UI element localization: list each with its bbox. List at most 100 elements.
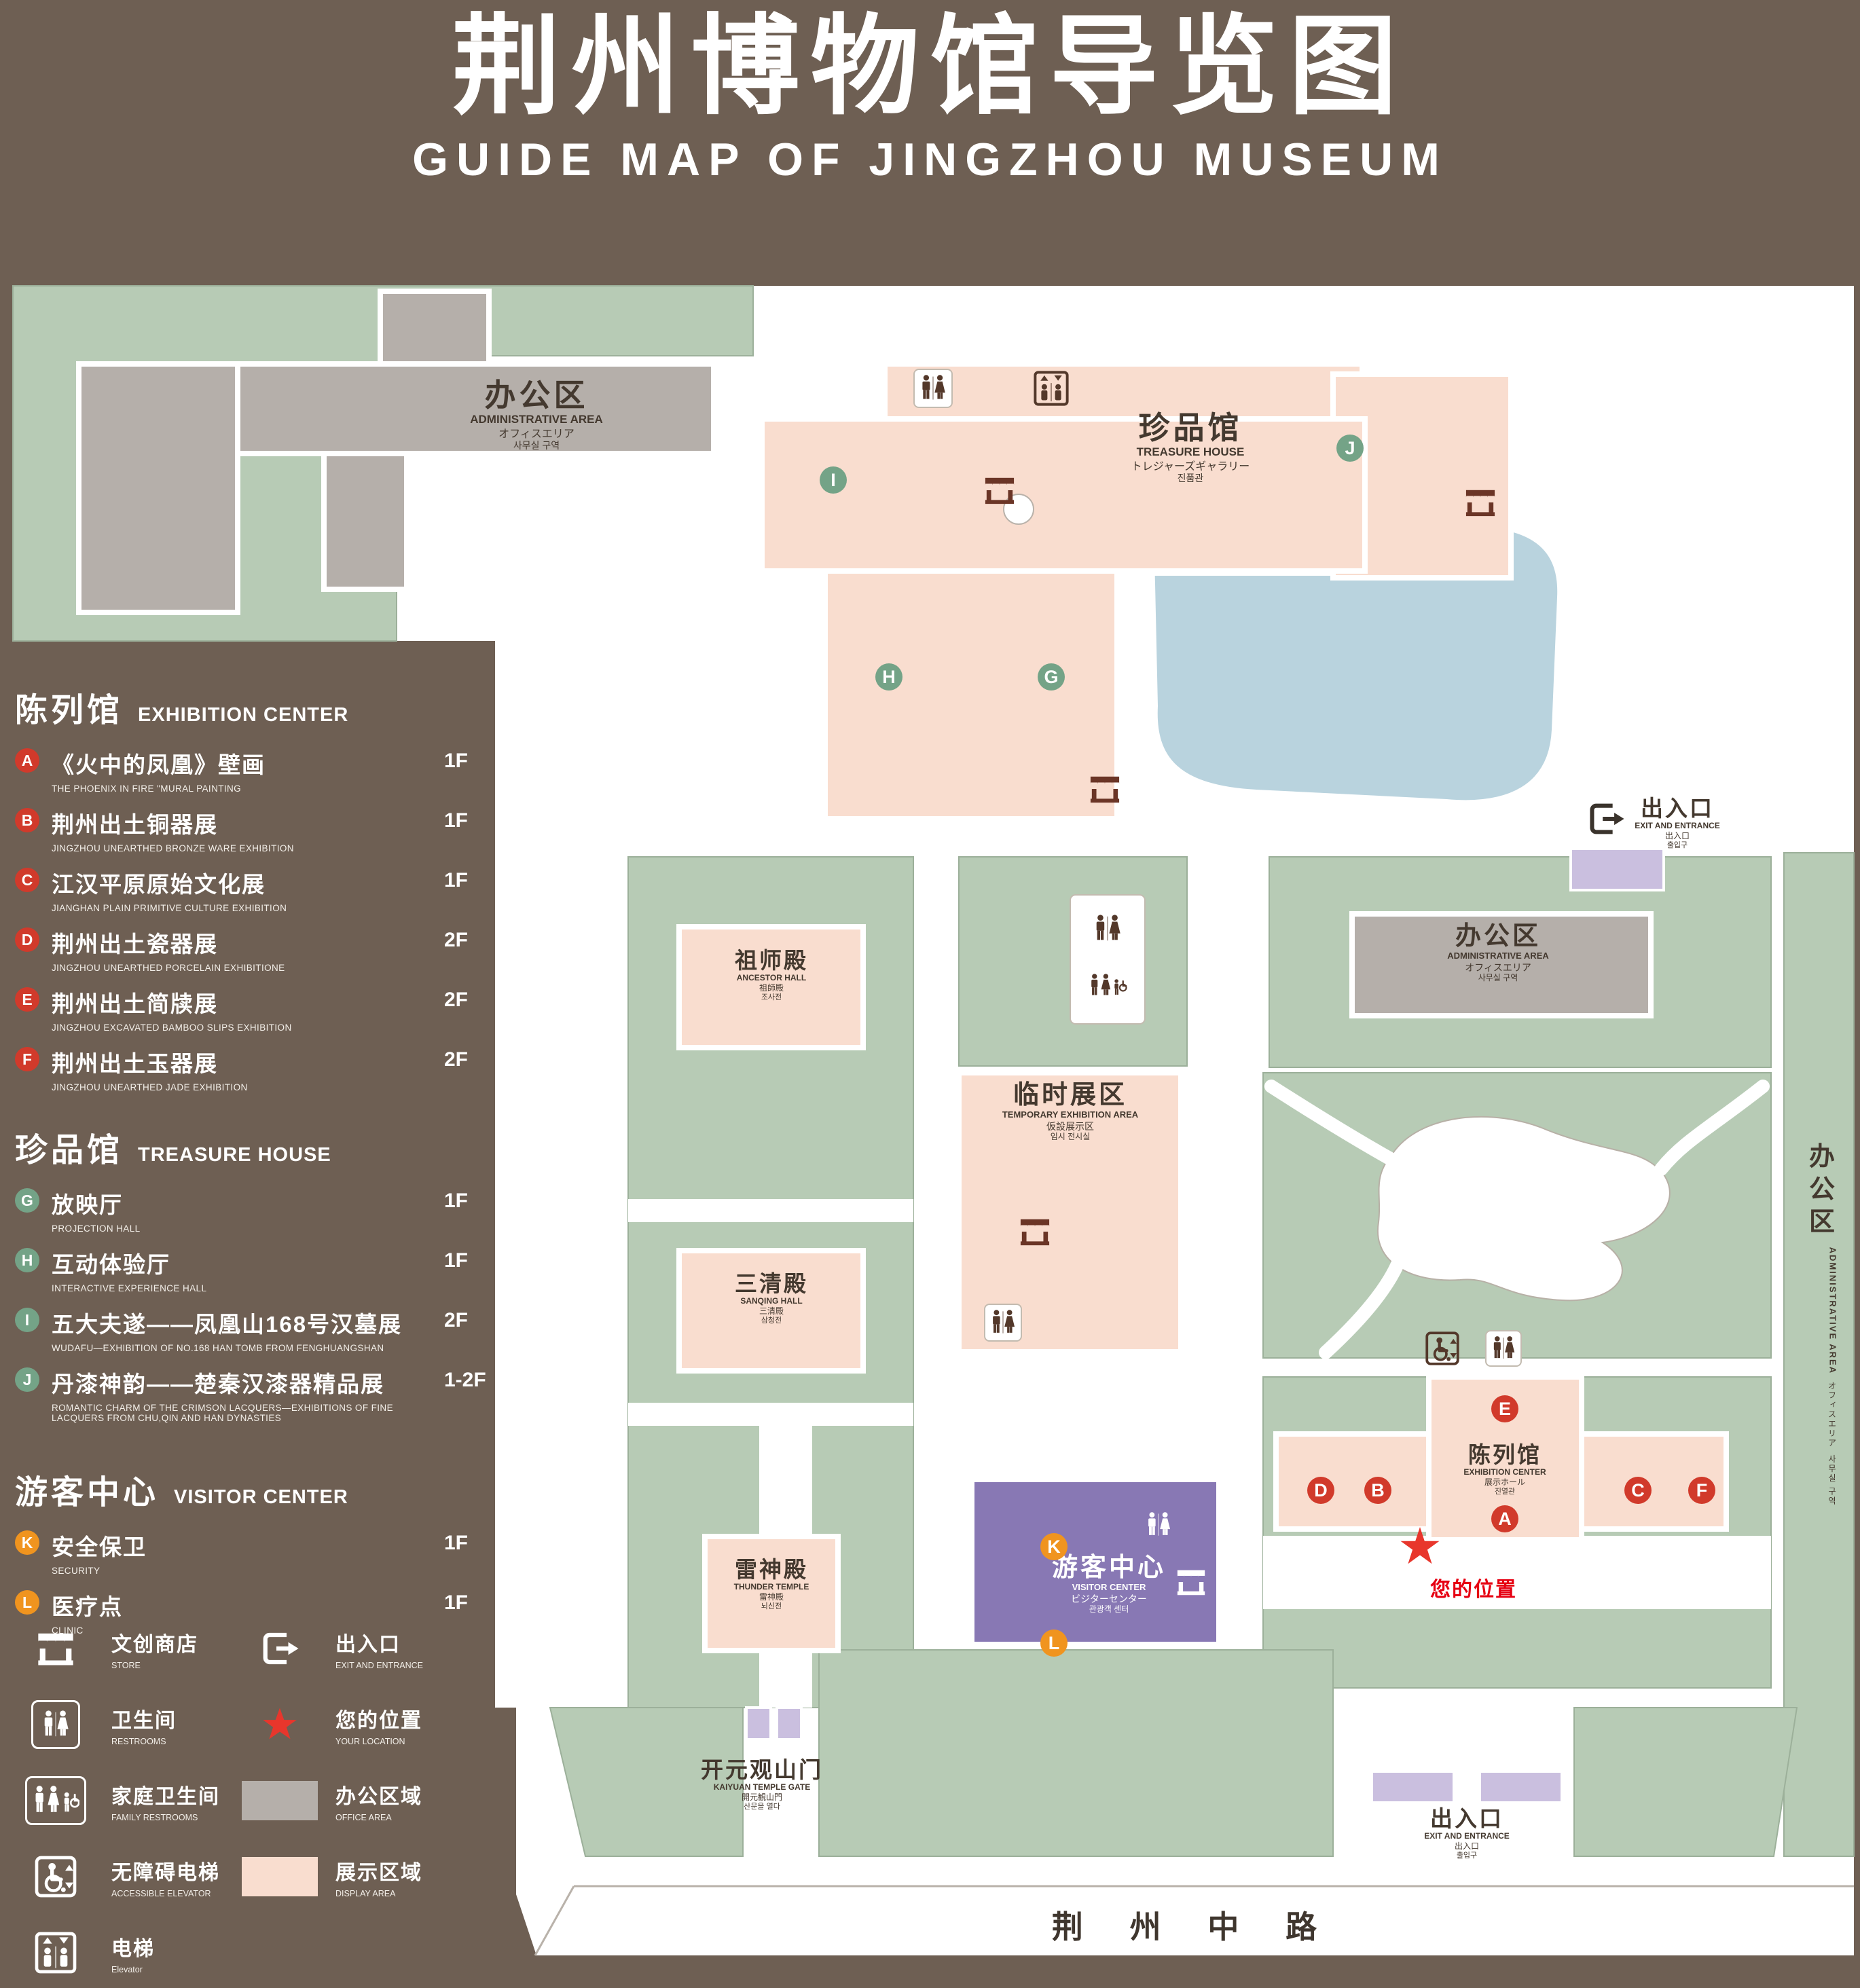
accessible-elevator-icon [15,1855,96,1898]
treasure-house-south [822,568,1120,822]
legend-badge-h: H [15,1248,39,1272]
floor-label: 2F [444,989,469,1011]
legend-item-g: G 放映厅 PROJECTION HALL 1F [15,1187,500,1247]
map-badge-k: K [1040,1533,1068,1560]
section-title-zh: 游客中心 [15,1475,160,1511]
legend-item-b: B 荆州出土铜器展 JINGZHOU UNEARTHED BRONZE WARE… [15,807,500,866]
store-icon [984,475,1015,506]
legend-item-c: C 江汉平原原始文化展 JIANGHAN PLAIN PRIMITIVE CUL… [15,866,500,926]
legend-symbol-family-restroom: 家庭卫生间 FAMILY RESTROOMS [15,1763,239,1839]
temple-gate-pillar-right [776,1706,803,1741]
elevator-icon [1033,370,1070,407]
admin-building-east [1349,911,1654,1018]
map-badge-a: A [1491,1505,1518,1532]
admin-building-top-annex [378,289,492,370]
floor-label: 1F [444,1591,469,1614]
store-icon [1019,1216,1051,1247]
floor-label: 2F [444,929,469,951]
map-badge-f: F [1688,1477,1715,1504]
ancestor-hall-building [676,924,866,1050]
family-restroom-icon [15,1776,96,1825]
legend-badge-l: L [15,1590,39,1615]
floor-label: 1F [444,869,469,891]
legend-symbol-your-location: 您的位置 YOUR LOCATION [239,1687,500,1763]
admin-strip-label: 办公区 ADMINISTRATIVE AREA オフィスエリア 사무실 구역 [1804,1142,1838,1506]
page-title: 荆州博物馆导览图 [452,5,1408,127]
store-icon [1089,773,1120,805]
legend-badge-c: C [15,868,39,892]
accessible-elevator-icon [1425,1331,1460,1366]
family-restroom-icon [1088,972,1127,1000]
north-gate-block [1569,847,1665,891]
treasure-house-west [759,416,1368,574]
map-badge-i: I [820,466,847,494]
page-subtitle: GUIDE MAP OF JINGZHOU MUSEUM [412,134,1448,185]
map-badge-e: E [1491,1395,1518,1422]
legend: 陈列馆 EXHIBITION CENTER A 《火中的凤凰》壁画 THE PH… [15,683,500,1649]
floor-label: 2F [444,1048,469,1071]
map-badge-g: G [1038,663,1065,691]
floor-label: 1F [444,1532,469,1554]
legend-badge-a: A [15,748,39,773]
location-star-icon [239,1706,321,1743]
legend-item-d: D 荆州出土瓷器展 JINGZHOU UNEARTHED PORCELAIN E… [15,926,500,986]
pond [1150,521,1562,805]
legend-item-i: I 五大夫遂——凤凰山168号汉墓展 WUDAFU—EXHIBITION OF … [15,1306,500,1366]
legend-badge-d: D [15,927,39,952]
thunder-temple-building [702,1534,841,1653]
your-location-label: 您的位置 [1430,1579,1517,1601]
sanqing-hall-building [676,1248,866,1374]
store-icon [15,1630,96,1668]
legend-symbol-accessible-elevator: 无障碍电梯 ACCESSIBLE ELEVATOR [15,1839,239,1915]
section-title-en: TREASURE HOUSE [138,1144,331,1166]
admin-building-top-stub [321,451,409,592]
section-title-zh: 陈列馆 [15,693,124,729]
legend-item-k: K 安全保卫 SECURITY 1F [15,1529,500,1589]
legend-badge-e: E [15,987,39,1012]
legend-symbol-elevator: 电梯 Elevator [15,1915,239,1988]
legend-item-a: A 《火中的凤凰》壁画 THE PHOENIX IN FIRE "MURAL P… [15,747,500,807]
map-badge-d: D [1307,1477,1334,1504]
floor-label: 2F [444,1309,469,1331]
section-title-en: EXHIBITION CENTER [138,704,349,726]
section-title-en: VISITOR CENTER [174,1486,348,1508]
road-label: 荆 州 中 路 [1051,1909,1336,1945]
exit-icon [1586,799,1626,839]
floor-label: 1F [444,809,469,832]
section-title-zh: 珍品馆 [15,1133,124,1168]
restroom-icon [1144,1511,1173,1539]
floor-label: 1-2F [444,1369,486,1391]
restroom-icon [15,1700,96,1749]
legend-item-l: L 医疗点 CLINIC 1F [15,1589,500,1649]
floor-label: 1F [444,1190,469,1212]
legend-badge-f: F [15,1047,39,1071]
map-badge-b: B [1364,1477,1391,1504]
restroom-icon [984,1304,1022,1342]
walk-paths [628,894,1771,1708]
header: 荆州博物馆导览图 GUIDE MAP OF JINGZHOU MUSEUM [0,10,1860,186]
legend-section-visitor-center: 游客中心 VISITOR CENTER [15,1465,500,1513]
office-area-swatch [239,1781,321,1820]
legend-badge-g: G [15,1188,39,1213]
restroom-icon [913,369,953,408]
visitor-center-building [969,1477,1222,1647]
map-badge-c: C [1624,1477,1652,1504]
legend-badge-b: B [15,808,39,832]
legend-symbol-display-area: 展示区域 DISPLAY AREA [239,1839,500,1915]
legend-section-exhibition-center: 陈列馆 EXHIBITION CENTER [15,683,500,731]
elevator-icon [15,1931,96,1974]
floor-label: 1F [444,1249,469,1272]
exit-icon [239,1628,321,1669]
